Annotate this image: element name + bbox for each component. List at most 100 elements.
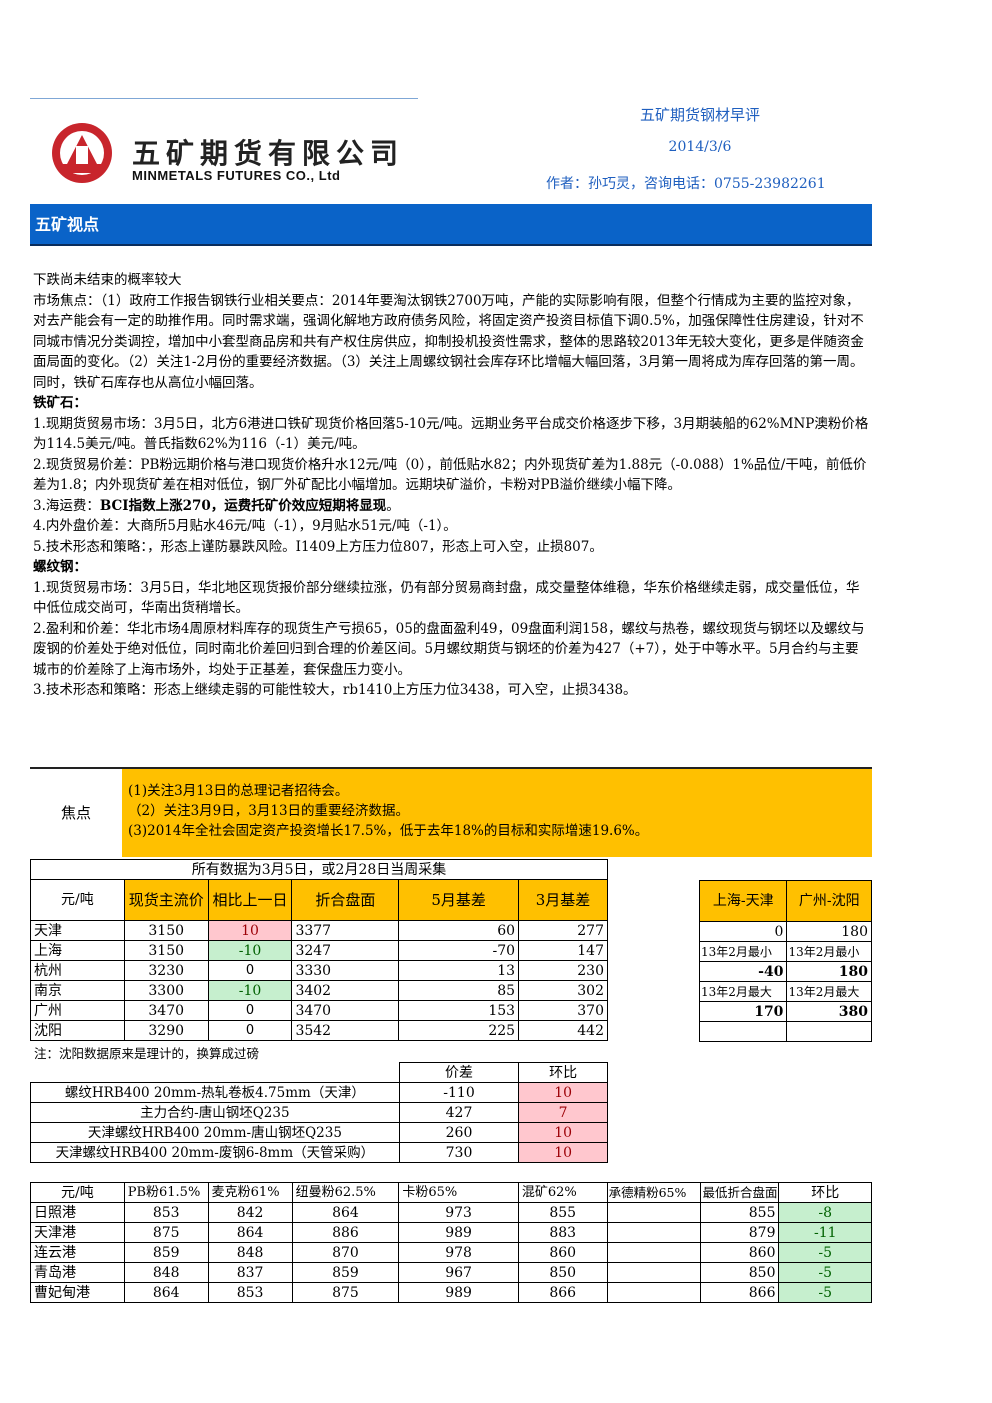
diff-change-cell: 7 [518,1102,608,1123]
ore-change-cell: -5 [778,1262,872,1283]
iron-ore-item-2: 2.现货贸易价差：PB粉远期价格与港口现货价格升水12元/吨（0），前低贴水82… [33,456,867,494]
spread-cell: 170 [698,1001,788,1022]
unit-header: 元/吨 [30,879,125,921]
ore-price-cell: 853 [207,1282,293,1303]
change-cell: -10 [207,980,293,1001]
ore-change-cell: -5 [778,1242,872,1263]
spread-label-cell: 13年2月最大 [786,981,872,1002]
ore-price-cell: 853 [123,1202,209,1223]
diff-change-cell: 10 [518,1082,608,1103]
converted-cell: 3470 [291,1000,400,1021]
report-date: 2014/3/6 [668,139,732,155]
city-cell: 广州 [30,1000,125,1021]
focus-box: (1)关注3月13日的总理记者招待会。 （2）关注3月9日，3月13日的重要经济… [122,769,872,857]
company-name-en: MINMETALS FUTURES CO., Ltd [132,168,341,183]
report-title: 五矿期货钢材早评 [639,106,760,124]
ore-change-cell: -8 [778,1202,872,1223]
ore-price-cell: 860 [517,1242,608,1263]
mar-basis-cell: 442 [518,1020,608,1041]
price-cell: 3300 [123,980,209,1001]
iron-ore-item-3-suffix: 。 [386,497,400,514]
diff-blank-header [31,1063,400,1083]
col-header-diff: 价差 [398,1062,520,1083]
ore-price-cell: 989 [398,1222,519,1243]
ore-price-cell: 866 [517,1282,608,1303]
ore-price-cell: 875 [291,1282,400,1303]
col-header-spot-price: 现货主流价 [123,879,209,921]
focus-item-1: (1)关注3月13日的总理记者招待会。 [128,783,349,799]
ore-low-cell: 879 [700,1222,780,1243]
ore-change-cell: -11 [778,1222,872,1243]
diff-name-cell: 螺纹HRB400 20mm-热轧卷板4.75mm（天津） [30,1082,400,1103]
rebar-item-1: 1.现货贸易市场：3月5日，华北地区现货报价部分继续拉涨，仍有部分贸易商封盘，成… [33,579,860,617]
city-cell: 南京 [30,980,125,1001]
diff-value-cell: -110 [398,1082,520,1103]
change-cell: 10 [207,920,293,941]
ore-price-cell [606,1282,702,1303]
company-name-cn: 五矿期货有限公司 [132,137,405,170]
spread-label-cell: 13年2月最小 [698,941,788,962]
ore-price-cell: 978 [398,1242,519,1263]
ore-price-cell: 842 [207,1202,293,1223]
ore-col-header: PB粉61.5% [123,1182,209,1203]
diff-value-cell: 427 [398,1102,520,1123]
market-focus-paragraph: 市场焦点：（1）政府工作报告钢铁行业相关要点：2014年要淘汰钢铁2700万吨，… [33,292,864,391]
spread-empty-cell [786,1021,872,1042]
ore-price-cell [606,1242,702,1263]
ore-price-cell: 848 [123,1262,209,1283]
company-logo-icon [52,123,112,183]
may-basis-cell: 13 [398,960,520,981]
mar-basis-cell: 147 [518,940,608,961]
spread-cell: 180 [786,921,872,942]
mar-basis-cell: 370 [518,1000,608,1021]
diff-change-cell: 10 [518,1142,608,1163]
rebar-spot-table: 所有数据为3月5日，或2月28日当周采集 元/吨 现货主流价 相比上一日 折合盘… [30,859,608,1041]
may-basis-cell: 60 [398,920,520,941]
port-cell: 曹妃甸港 [30,1282,125,1303]
iron-ore-item-5: 5.技术形态和策略：，形态上谨防暴跌风险。I1409上方压力位807，形态上可入… [33,538,603,555]
ore-low-cell: 866 [700,1282,780,1303]
converted-cell: 3402 [291,980,400,1001]
iron-ore-item-3-bold: BCI指数上涨270，运费托矿价效应短期将显现 [99,497,387,514]
ore-price-cell: 989 [398,1282,519,1303]
ore-col-header: 麦克粉61% [207,1182,293,1203]
spread-cell: -40 [698,961,788,982]
change-cell: 0 [207,960,293,981]
price-cell: 3470 [123,1000,209,1021]
change-cell: 0 [207,1020,293,1041]
ore-price-cell: 973 [398,1202,519,1223]
ore-col-header: 纽曼粉62.5% [291,1182,400,1203]
diff-value-cell: 730 [398,1142,520,1163]
ore-price-cell: 864 [207,1222,293,1243]
ore-price-cell: 855 [517,1202,608,1223]
col-header-change: 相比上一日 [207,879,293,921]
ore-col-header: 环比 [778,1182,872,1203]
mar-basis-cell: 302 [518,980,608,1001]
diff-change-cell: 10 [518,1122,608,1143]
rebar-heading: 螺纹钢： [33,559,87,575]
diff-name-cell: 主力合约-唐山钢坯Q235 [30,1102,400,1123]
col-header-converted: 折合盘面 [291,879,400,921]
ore-price-cell [606,1222,702,1243]
headline: 下跌尚未结束的概率较大 [33,272,182,288]
may-basis-cell: 85 [398,980,520,1001]
ore-col-header: 卡粉65% [398,1182,519,1203]
price-cell: 3290 [123,1020,209,1041]
col-header-chg: 环比 [518,1062,608,1083]
ore-price-cell: 875 [123,1222,209,1243]
change-cell: 0 [207,1000,293,1021]
converted-cell: 3247 [291,940,400,961]
focus-item-3: (3)2014年全社会固定资产投资增长17.5%，低于去年18%的目标和实际增速… [128,823,649,839]
ore-price-cell: 848 [207,1242,293,1263]
change-cell: -10 [207,940,293,961]
port-cell: 连云港 [30,1242,125,1263]
iron-ore-item-3-prefix: 3.海运费： [33,497,100,514]
